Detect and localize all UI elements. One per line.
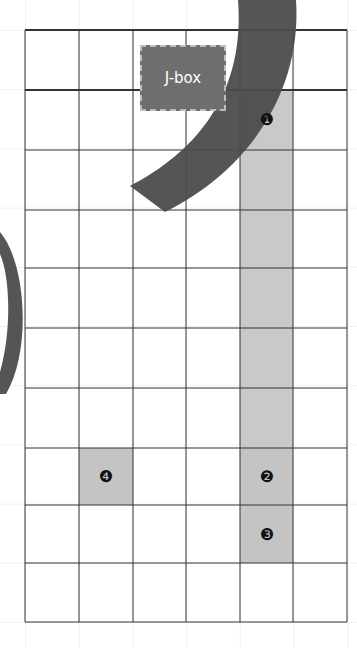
callout-number: ❹ <box>99 469 113 485</box>
shaded-cell <box>240 448 293 505</box>
grid-line <box>25 210 347 211</box>
grid-line <box>25 388 347 389</box>
grid-line <box>25 448 347 449</box>
shaded-cell <box>79 448 133 505</box>
grid-line <box>25 29 347 31</box>
shaded-cell <box>240 505 293 563</box>
junction-box: J-box <box>140 45 226 111</box>
grid-line <box>25 30 26 622</box>
grid-line <box>347 30 348 622</box>
callout-number: ❸ <box>260 527 274 543</box>
grid-line <box>186 30 187 622</box>
grid-line <box>25 622 347 623</box>
grid-line <box>25 505 347 506</box>
callout-number: ❶ <box>260 112 274 128</box>
grid-lines <box>25 30 347 622</box>
grid-line <box>25 268 347 269</box>
grid-line <box>79 30 80 622</box>
grid-line <box>25 328 347 329</box>
grid-line <box>293 30 294 622</box>
grid-line <box>133 30 134 622</box>
box-label: J-box <box>165 69 201 87</box>
grid-line <box>25 563 347 564</box>
curved-arrow-band <box>0 232 23 394</box>
callout-number: ❷ <box>260 469 274 485</box>
curved-arrow-band <box>130 0 296 212</box>
